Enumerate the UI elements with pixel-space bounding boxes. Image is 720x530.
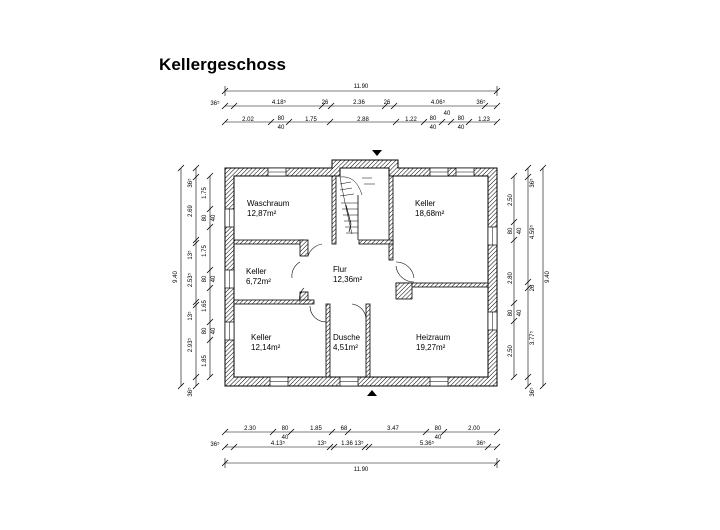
dim-right-outer-3: 3.77⁵ bbox=[529, 330, 536, 345]
dim-right-inner-5: 40 bbox=[517, 309, 523, 316]
dim-bottom-r1-1: 1.85 bbox=[310, 426, 322, 432]
dim-left-inner-5: 40 bbox=[211, 275, 217, 282]
dim-top-r3-sub-2: 40 bbox=[458, 125, 465, 131]
room-area-heizraum: 19,27m² bbox=[416, 343, 446, 352]
dim-left-overall: 9.40 bbox=[173, 271, 179, 283]
dim-top-r3-3: 1.22 bbox=[405, 117, 417, 123]
dim-bottom-open-0: 80 bbox=[282, 426, 289, 432]
room-name-waschraum: Waschraum bbox=[247, 199, 290, 208]
dims-left: 9.40 36⁵ 2.69 13⁵ 2.53⁵ 13⁵ 2.93⁵ 36⁵ 1.… bbox=[173, 164, 217, 397]
dim-left-inner-3: 1.75 bbox=[202, 245, 208, 257]
dim-left-outer-1: 2.69 bbox=[188, 205, 194, 217]
dim-bottom-r2-3: 1.36 bbox=[341, 441, 353, 447]
dims-right: 2.50 80 40 2.80 80 40 2.50 36⁵ 4.59⁵ 26 … bbox=[508, 164, 551, 397]
room-name-keller-w: Keller bbox=[246, 267, 267, 276]
dim-top-r2-3: 2.36 bbox=[353, 100, 365, 106]
page-title: Kellergeschoss bbox=[159, 55, 287, 74]
dim-left-inner-1: 80 bbox=[202, 214, 208, 221]
dim-bottom-r1-4: 2.00 bbox=[468, 426, 480, 432]
dim-right-inner-1: 80 bbox=[508, 227, 514, 234]
dim-right-inner-4: 80 bbox=[508, 309, 514, 316]
dim-right-inner-6: 2.50 bbox=[508, 345, 514, 357]
dim-top-r3-open-2: 40 bbox=[444, 111, 451, 117]
dim-right-inner-3: 2.80 bbox=[508, 272, 514, 284]
north-arrow-marker bbox=[372, 150, 382, 156]
dim-right-inner-2: 40 bbox=[517, 227, 523, 234]
dim-bottom-r2-1: 4.13⁵ bbox=[271, 440, 286, 447]
dim-top-r2-0: 36⁵ bbox=[210, 100, 220, 107]
dim-bottom-sub-1: 40 bbox=[435, 435, 442, 441]
dim-top-r2-6: 36⁵ bbox=[476, 99, 486, 106]
dim-top-r3-4: 1.23 bbox=[478, 117, 490, 123]
dim-top-r3-sub-1: 40 bbox=[430, 125, 437, 131]
dim-bottom-r2-2: 13⁵ bbox=[317, 440, 327, 447]
dim-left-inner-0: 1.75 bbox=[202, 187, 208, 199]
dim-right-inner-0: 2.50 bbox=[508, 194, 514, 206]
dim-left-inner-7: 80 bbox=[202, 327, 208, 334]
dim-left-inner-6: 1.65 bbox=[202, 300, 208, 312]
dim-top-r2-5: 4.06⁵ bbox=[431, 99, 446, 106]
dim-right-overall: 9.40 bbox=[545, 271, 551, 283]
dim-top-r3-1: 1.75 bbox=[305, 117, 317, 123]
room-name-heizraum: Heizraum bbox=[416, 333, 451, 342]
room-area-flur: 12,36m² bbox=[333, 275, 363, 284]
room-area-dusche: 4,51m² bbox=[333, 343, 358, 352]
south-arrow-marker bbox=[367, 390, 377, 396]
dim-top-r2-4: 26 bbox=[384, 100, 391, 106]
dim-left-inner-2: 40 bbox=[211, 214, 217, 221]
dim-bottom-r1-3: 3.47 bbox=[387, 426, 399, 432]
room-area-keller-ne: 18,68m² bbox=[415, 209, 445, 218]
dim-top-r3-0: 2.02 bbox=[242, 117, 254, 123]
dim-bottom-open-1: 80 bbox=[435, 426, 442, 432]
exterior-walls bbox=[224, 159, 498, 387]
room-name-flur: Flur bbox=[333, 265, 347, 274]
dim-top-r3-open-0: 80 bbox=[278, 116, 285, 122]
dim-left-inner-4: 80 bbox=[202, 275, 208, 282]
door-swings bbox=[291, 243, 415, 323]
dim-top-r2-2: 26 bbox=[322, 100, 329, 106]
dim-top-r3-open-1: 80 bbox=[430, 116, 437, 122]
dim-bottom-r2-0: 36⁵ bbox=[210, 441, 220, 448]
dim-bottom-r2-6: 36⁵ bbox=[476, 440, 486, 447]
dim-top-overall: 11.90 bbox=[354, 84, 369, 90]
dim-top-r2-1: 4.18⁵ bbox=[272, 99, 287, 106]
room-area-waschraum: 12,87m² bbox=[247, 209, 277, 218]
dim-bottom-overall: 11.90 bbox=[354, 467, 369, 473]
interior-walls bbox=[233, 175, 489, 378]
room-area-keller-sw: 12,14m² bbox=[251, 343, 281, 352]
dim-left-inner-9: 1.85 bbox=[202, 355, 208, 367]
dims-bottom: 2.30 80 40 1.85 68 3.47 80 40 2.00 36⁵ 4… bbox=[210, 426, 501, 473]
dim-bottom-sub-0: 40 bbox=[282, 435, 289, 441]
staircase bbox=[339, 176, 375, 240]
room-labels: Waschraum 12,87m² Keller 18,68m² Keller … bbox=[246, 199, 451, 352]
dim-bottom-r1-2: 68 bbox=[341, 426, 348, 432]
dim-left-outer-4: 13⁵ bbox=[187, 311, 194, 321]
room-area-keller-w: 6,72m² bbox=[246, 277, 271, 286]
dim-right-outer-4: 36⁵ bbox=[529, 387, 536, 397]
dims-top: 11.90 36⁵ 4.18⁵ 26 2.36 26 4.06⁵ 36⁵ 2.0… bbox=[210, 84, 501, 131]
room-name-keller-ne: Keller bbox=[415, 199, 436, 208]
dim-bottom-r1-0: 2.30 bbox=[244, 426, 256, 432]
dim-right-outer-2: 26 bbox=[530, 284, 536, 291]
room-name-dusche: Dusche bbox=[333, 333, 361, 342]
dim-top-r3-2: 2.88 bbox=[357, 117, 369, 123]
dim-left-outer-0: 36⁵ bbox=[187, 178, 194, 188]
dim-top-r3-sub-0: 40 bbox=[278, 125, 285, 131]
dim-bottom-r2-4: 13⁵ bbox=[354, 440, 364, 447]
dim-left-outer-2: 13⁵ bbox=[187, 250, 194, 260]
dim-top-r3-open-3: 80 bbox=[458, 116, 465, 122]
dim-left-inner-8: 40 bbox=[211, 327, 217, 334]
dim-left-outer-5: 2.93⁵ bbox=[187, 337, 194, 352]
dim-bottom-r2-5: 5.36⁵ bbox=[420, 440, 435, 447]
dim-left-outer-3: 2.53⁵ bbox=[187, 272, 194, 287]
dim-right-outer-1: 4.59⁵ bbox=[529, 224, 536, 239]
dim-right-outer-0: 36⁵ bbox=[529, 178, 536, 188]
room-name-keller-sw: Keller bbox=[251, 333, 272, 342]
dim-left-outer-6: 36⁵ bbox=[187, 387, 194, 397]
